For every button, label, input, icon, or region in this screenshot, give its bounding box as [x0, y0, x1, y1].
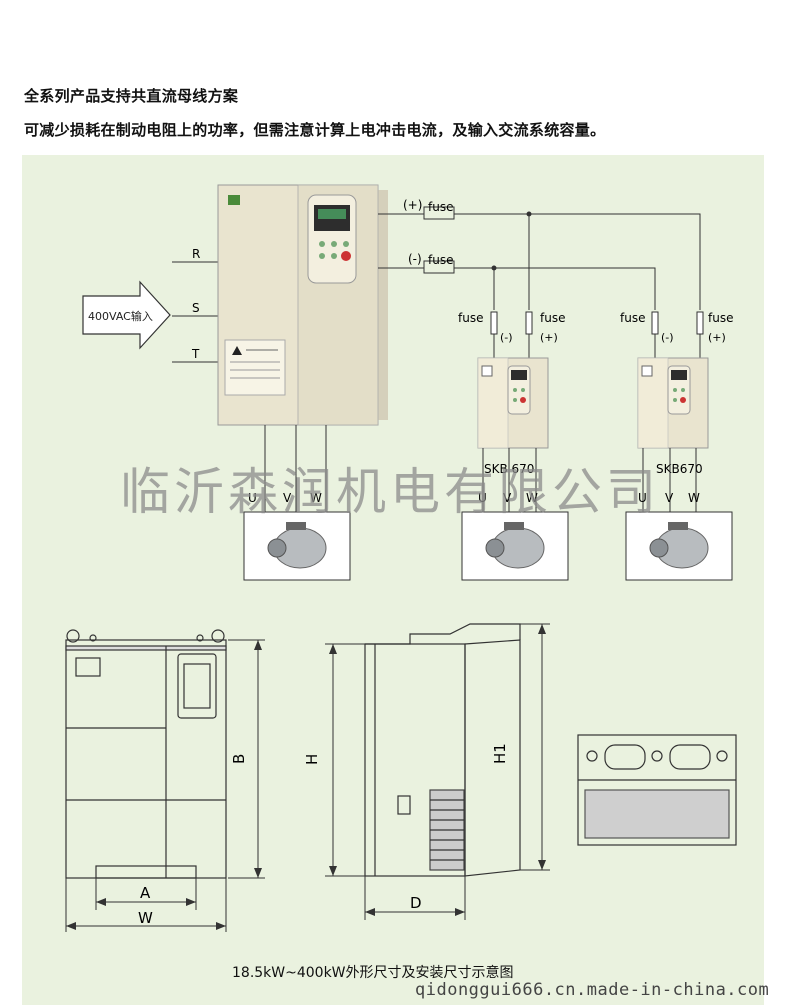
- drive-3-fuses: [651, 311, 704, 360]
- drive-2: [477, 357, 549, 449]
- input-label: 400VAC输入: [88, 309, 153, 323]
- drive-2-fuse-plus: fuse: [540, 311, 565, 325]
- front-view: [65, 629, 227, 879]
- m2-u: U: [478, 491, 487, 505]
- dim-label-a: A: [140, 884, 151, 902]
- phase-label-s: S: [192, 301, 200, 315]
- dimension-caption: 18.5kW~400kW外形尺寸及安装尺寸示意图: [232, 965, 514, 981]
- phase-label-r: R: [192, 247, 200, 261]
- motor-2: [461, 511, 569, 581]
- motor-1: [243, 511, 351, 581]
- dim-label-b: B: [230, 754, 248, 764]
- m3-v: V: [665, 491, 674, 505]
- drive-3-model: SKB670: [656, 462, 703, 476]
- dim-label-d: D: [410, 894, 422, 912]
- m2-v: V: [503, 491, 512, 505]
- drive-3-fuse-minus: fuse: [620, 311, 645, 325]
- dimension-drawings: B A W H D H1: [65, 623, 737, 932]
- main-drive: [217, 184, 388, 426]
- m1-v: V: [283, 491, 292, 505]
- drive-3-fuse-plus: fuse: [708, 311, 733, 325]
- page-subheading: 可减少损耗在制动电阻上的功率，但需注意计算上电冲击电流，及输入交流系统容量。: [24, 121, 606, 139]
- drive-3-plus: (+): [708, 331, 726, 344]
- drive-3-minus: (-): [661, 331, 674, 344]
- bus-plus-label: (+): [403, 198, 422, 212]
- dim-label-h: H: [303, 754, 321, 765]
- drive-2-minus: (-): [500, 331, 513, 344]
- input-arrow: 400VAC输入: [82, 280, 171, 350]
- bottom-view: [577, 734, 737, 846]
- m3-u: U: [638, 491, 647, 505]
- bus-minus-label: (-): [408, 252, 422, 266]
- company-watermark: 临沂森润机电有限公司: [120, 463, 660, 521]
- dimension-arrows: [66, 624, 546, 930]
- m1-u: U: [248, 491, 257, 505]
- m1-w: W: [310, 491, 322, 505]
- drive-3: [637, 357, 709, 449]
- m3-w: W: [688, 491, 700, 505]
- bus-fuse-plus-label: fuse: [428, 200, 453, 214]
- footer-watermark: qidonggui666.cn.made-in-china.com: [415, 980, 770, 1000]
- bus-fuse-minus-label: fuse: [428, 253, 453, 267]
- m2-w: W: [526, 491, 538, 505]
- main-output-wires: [264, 425, 697, 512]
- drive-2-fuse-minus: fuse: [458, 311, 483, 325]
- motor-3: [625, 511, 733, 581]
- wiring-diagram: 400VAC输入 R S T (+) fuse (-: [82, 184, 733, 581]
- drive-2-plus: (+): [540, 331, 558, 344]
- dim-label-w: W: [138, 909, 153, 927]
- phase-label-t: T: [191, 347, 200, 361]
- page-heading: 全系列产品支持共直流母线方案: [24, 87, 239, 105]
- phase-lines: [172, 261, 220, 363]
- dimension-lines: [65, 623, 550, 932]
- dc-bus-lines: [378, 206, 701, 310]
- drive-2-fuses: [490, 311, 533, 360]
- dim-label-h1: H1: [491, 743, 509, 764]
